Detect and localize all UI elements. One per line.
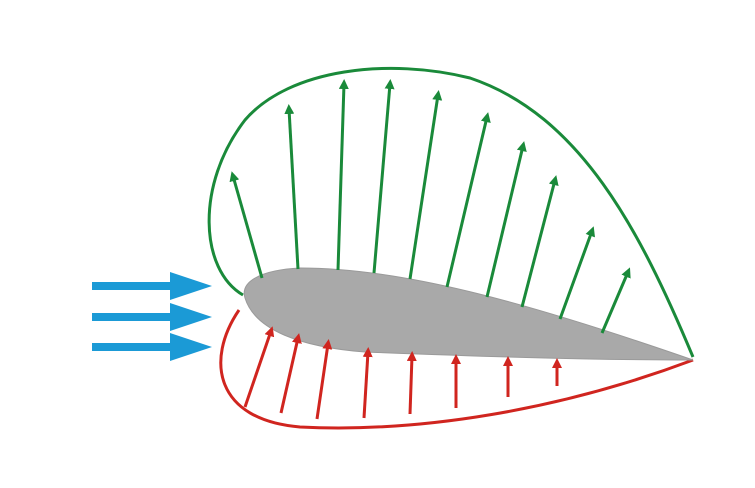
pressure-arrow — [315, 339, 333, 420]
pressure-arrow — [362, 347, 373, 419]
suction-arrow — [520, 175, 559, 308]
suction-arrow — [485, 141, 527, 298]
suction-arrow — [336, 79, 349, 271]
airfoil-shape — [243, 267, 694, 361]
free-stream-arrow — [92, 333, 212, 361]
free-stream-arrow — [92, 303, 212, 331]
suction-arrows — [229, 79, 631, 334]
pressure-arrow — [279, 333, 302, 414]
pressure-arrow — [406, 351, 417, 415]
free-stream-arrow — [92, 272, 212, 300]
suction-arrow — [558, 226, 595, 320]
pressure-arrow — [243, 326, 275, 408]
suction-arrow — [284, 104, 300, 270]
pressure-envelope-curve — [219, 309, 694, 430]
pressure-arrows — [243, 326, 562, 420]
suction-arrow — [229, 171, 264, 279]
suction-arrow — [445, 112, 491, 288]
suction-envelope-curve — [207, 66, 695, 358]
free-stream-arrows — [92, 272, 212, 361]
suction-arrow — [600, 267, 631, 334]
suction-arrow — [408, 90, 443, 280]
suction-arrow — [372, 79, 395, 274]
